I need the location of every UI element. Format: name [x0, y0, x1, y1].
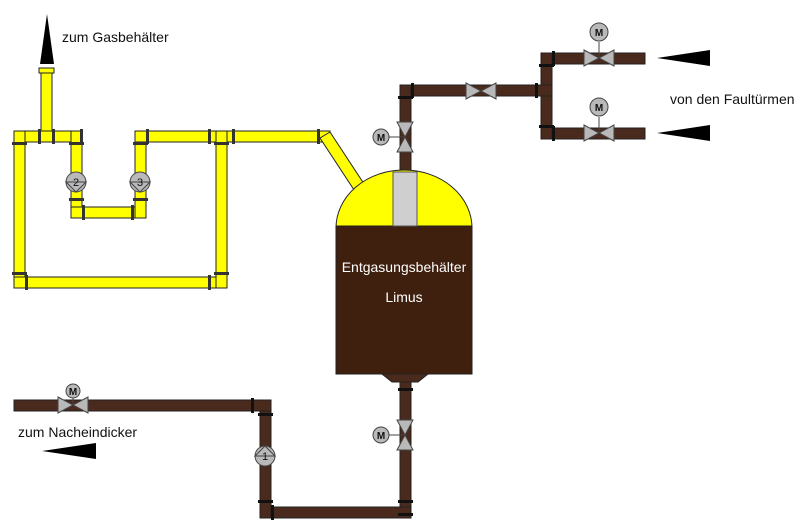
label-gas-tank: zum Gasbehälter	[62, 29, 169, 45]
tank-inlet-nozzle	[392, 171, 418, 227]
motor-icon	[372, 426, 390, 444]
butterfly-valve-icon	[465, 82, 483, 100]
pump-2[interactable]: 2	[64, 171, 88, 193]
gas-pipe-segment	[215, 130, 228, 289]
label-thickener: zum Nacheindicker	[18, 424, 137, 440]
gas-pipe-segment	[13, 276, 228, 289]
motor-label: M	[377, 133, 385, 144]
pump-number: 3	[137, 177, 143, 189]
flow-arrow-icon-left-thickener	[42, 443, 96, 459]
sludge-pipe-flanges	[251, 51, 555, 520]
gas-pipe-flanges	[12, 129, 320, 290]
motor-icon	[372, 128, 390, 146]
label-digesters: von den Faultürmen	[670, 91, 795, 107]
gas-pipe-segment	[13, 130, 26, 289]
flow-arrow-icon-up	[40, 14, 54, 64]
motor-label: M	[595, 28, 603, 39]
flow-arrow-icon-left-upper	[657, 50, 710, 66]
tank-title: Entgasungsbehälter	[342, 259, 467, 275]
motor-icon	[589, 22, 609, 42]
butterfly-valve-icon	[583, 49, 601, 67]
butterfly-valve-icon	[583, 124, 601, 142]
pump-number: 2	[73, 177, 79, 189]
pump-number: 1	[262, 451, 268, 463]
valve-thickener[interactable]: M	[57, 383, 89, 414]
gas-pipe-network	[12, 67, 369, 290]
tank-subtitle: Limus	[385, 289, 422, 305]
sludge-bottom-pipe	[259, 506, 412, 519]
butterfly-valve-icon	[57, 396, 75, 414]
motor-label: M	[69, 387, 77, 398]
butterfly-valve-icon	[396, 419, 414, 437]
pump-3[interactable]: 3	[128, 171, 152, 193]
valve-feed-vertical[interactable]: M	[372, 121, 414, 153]
gas-outlet-pipe	[40, 69, 53, 139]
gas-outlet-flange	[38, 67, 55, 74]
motor-label: M	[377, 431, 385, 442]
butterfly-valve-icon	[396, 121, 414, 139]
motor-icon	[589, 97, 609, 117]
valve-inlet-upper[interactable]: M	[583, 22, 615, 67]
tank-bottom-cone	[380, 373, 430, 383]
valve-outlet-vertical[interactable]: M	[372, 419, 414, 451]
degassing-tank[interactable]: Entgasungsbehälter Limus	[335, 169, 473, 383]
sludge-thickener-pipe	[13, 399, 272, 412]
valve-feed-horizontal[interactable]	[465, 82, 497, 100]
pump-1[interactable]: 1	[253, 445, 277, 467]
flow-arrow-icon-left-lower	[657, 125, 710, 141]
tank-body	[335, 225, 473, 375]
valve-inlet-lower[interactable]: M	[583, 97, 615, 142]
motor-label: M	[595, 103, 603, 114]
motor-icon	[65, 383, 81, 399]
